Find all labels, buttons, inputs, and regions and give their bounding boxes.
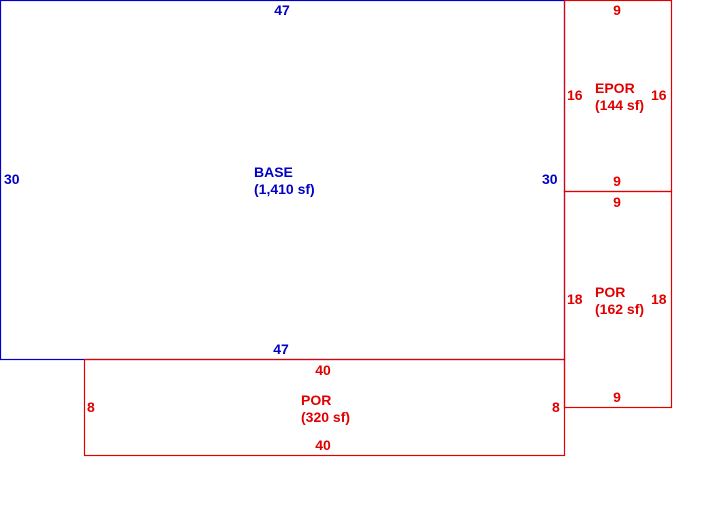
base-left-dimension: 30 — [4, 171, 20, 187]
base-top-dimension: 47 — [274, 2, 290, 18]
base-bottom-dimension: 47 — [273, 341, 289, 357]
por-bottom-area-label: POR (320 sf) — [301, 392, 350, 426]
por-right-left-dimension: 18 — [567, 291, 583, 307]
base-area-label: BASE (1,410 sf) — [254, 164, 315, 198]
por-bottom-top-dimension: 40 — [315, 362, 331, 378]
epor-name: EPOR — [595, 80, 635, 96]
por-bottom-name: POR — [301, 392, 332, 408]
por-right-right-dimension: 18 — [651, 291, 667, 307]
por-bottom-area: (320 sf) — [301, 409, 351, 425]
por-bottom-right-dimension: 8 — [552, 399, 560, 415]
epor-right-dimension: 16 — [651, 87, 667, 103]
por-right-top-dimension: 9 — [613, 194, 621, 210]
epor-area-label: EPOR (144 sf) — [595, 80, 644, 114]
por-right-bottom-dimension: 9 — [613, 389, 621, 405]
base-name: BASE — [254, 164, 293, 180]
por-bottom-left-dimension: 8 — [87, 399, 95, 415]
por-bottom-outline — [83, 358, 566, 457]
por-bottom-bottom-dimension: 40 — [315, 437, 331, 453]
por-right-outline — [563, 190, 673, 409]
epor-bottom-dimension: 9 — [613, 173, 621, 189]
por-right-name: POR — [595, 284, 626, 300]
epor-area: (144 sf) — [595, 97, 645, 113]
por-right-area: (162 sf) — [595, 301, 645, 317]
base-right-dimension: 30 — [542, 171, 558, 187]
base-area: (1,410 sf) — [254, 181, 315, 197]
por-right-area-label: POR (162 sf) — [595, 284, 644, 318]
epor-top-dimension: 9 — [613, 2, 621, 18]
epor-left-dimension: 16 — [567, 87, 583, 103]
